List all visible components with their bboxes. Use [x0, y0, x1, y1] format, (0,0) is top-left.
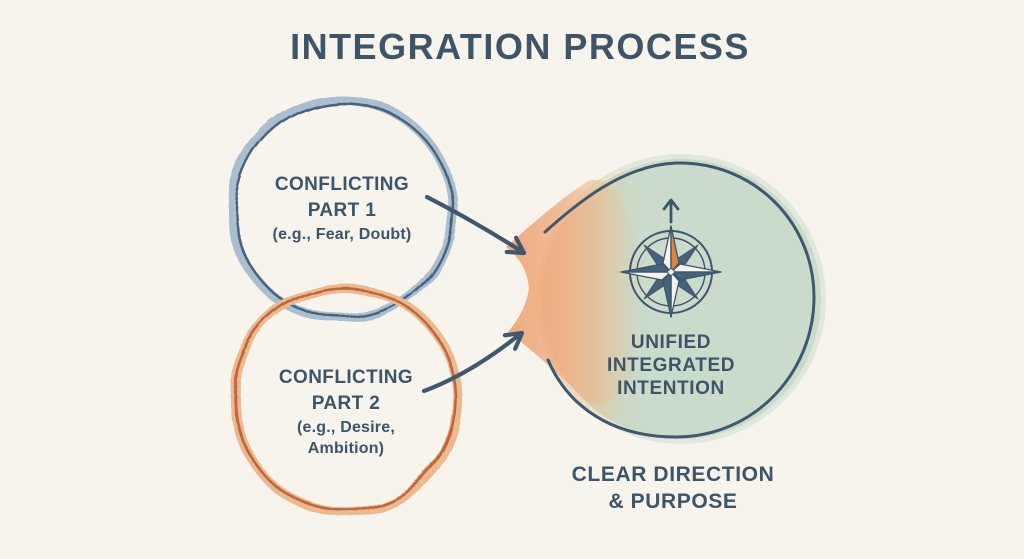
unified-label-line3: INTENTION [617, 378, 725, 399]
unified-label-line2: INTEGRATED [606, 355, 736, 376]
unified-label-line1: UNIFIED [630, 332, 712, 353]
part1-label-line1: CONFLICTING [274, 174, 410, 195]
compass-rose-icon [620, 198, 722, 318]
diagram-title: INTEGRATION PROCESS [290, 26, 750, 67]
part2-label: CONFLICTING PART 2 (e.g., Desire, Ambiti… [279, 365, 413, 459]
part2-example-line1: (e.g., Desire, [297, 419, 395, 436]
conflicting-part2-circle [229, 283, 463, 517]
outcome-caption-line2: & PURPOSE [608, 490, 738, 513]
part1-example: (e.g., Fear, Doubt) [272, 226, 412, 243]
outcome-caption-line1: CLEAR DIRECTION [571, 463, 775, 486]
part2-example-line2: Ambition) [307, 440, 385, 457]
part2-label-line1: CONFLICTING [278, 367, 414, 388]
unified-ring [543, 161, 816, 439]
outcome-caption: CLEAR DIRECTION & PURPOSE [572, 461, 775, 515]
part1-label-line2: PART 1 [307, 200, 377, 221]
merge-arrow-bottom [421, 330, 525, 394]
merge-funnel [506, 179, 643, 405]
part1-label: CONFLICTING PART 1 (e.g., Fear, Doubt) [273, 172, 412, 245]
north-arrow-icon [662, 198, 680, 224]
part2-label-line2: PART 2 [311, 393, 381, 414]
merge-arrow-top [424, 194, 527, 256]
unified-label: UNIFIED INTEGRATED INTENTION [607, 331, 735, 400]
